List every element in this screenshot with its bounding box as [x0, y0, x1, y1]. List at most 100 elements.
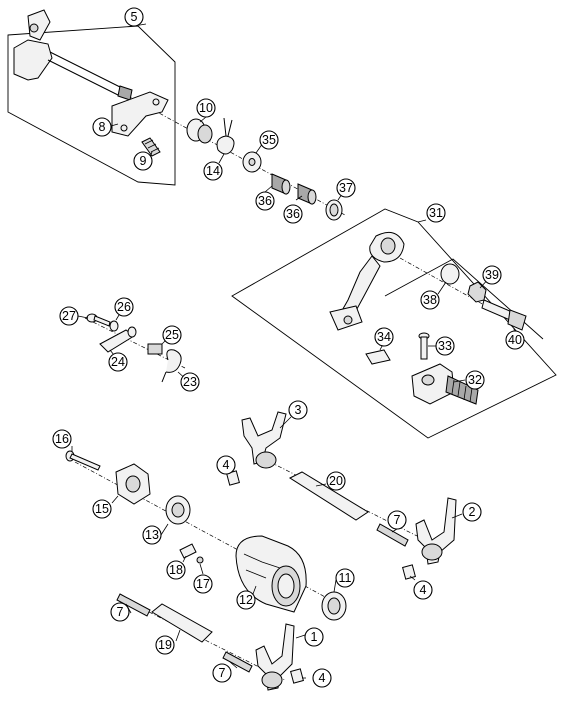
- callout-15: 15: [92, 499, 112, 519]
- part-washer-35: [242, 151, 262, 173]
- svg-text:38: 38: [423, 293, 437, 307]
- callout-33: 33: [435, 336, 455, 356]
- svg-text:26: 26: [117, 300, 131, 314]
- part-bolt-27: [86, 313, 111, 327]
- shift-lever-group-frame: [231, 208, 557, 439]
- svg-text:11: 11: [339, 571, 352, 585]
- callout-11: 11: [335, 568, 355, 588]
- part-bearing-36a: [271, 173, 291, 195]
- part-bolt-40: [481, 299, 527, 331]
- svg-text:15: 15: [95, 502, 109, 516]
- svg-text:20: 20: [329, 474, 343, 488]
- part-fork-rail-20: [288, 471, 369, 521]
- callout-36a: 36: [255, 191, 275, 211]
- part-bearing-11: [321, 591, 347, 621]
- callout-25: 25: [162, 325, 182, 345]
- shift-shaft-group-frame: [7, 25, 176, 186]
- part-return-spring-14: [216, 117, 235, 155]
- callout-35: 35: [259, 130, 279, 150]
- svg-text:27: 27: [62, 309, 76, 323]
- svg-text:36: 36: [258, 194, 272, 208]
- part-bearing-36b: [297, 183, 317, 205]
- callout-8: 8: [92, 117, 112, 137]
- svg-text:37: 37: [339, 181, 353, 195]
- part-shift-fork-3: [241, 411, 287, 469]
- part-roller-4b: [402, 564, 416, 580]
- callout-4b: 4: [413, 580, 433, 600]
- part-shift-pedal-tip-32: [411, 363, 479, 405]
- part-pin-33: [418, 332, 430, 360]
- svg-text:33: 33: [438, 339, 452, 353]
- svg-text:35: 35: [262, 133, 276, 147]
- svg-text:40: 40: [508, 333, 522, 347]
- callout-20: 20: [326, 471, 346, 491]
- callout-38: 38: [420, 290, 440, 310]
- svg-text:23: 23: [183, 375, 197, 389]
- svg-text:14: 14: [206, 164, 220, 178]
- callout-1: 1: [304, 627, 324, 647]
- part-shift-fork-2: [415, 497, 457, 565]
- svg-text:4: 4: [319, 671, 326, 685]
- callout-14: 14: [203, 161, 223, 181]
- part-shift-lever-31: [329, 231, 405, 331]
- svg-text:32: 32: [468, 373, 482, 387]
- part-shift-fork-1: [255, 623, 295, 691]
- part-washer-26: [109, 320, 119, 332]
- svg-text:9: 9: [140, 154, 147, 168]
- svg-text:10: 10: [199, 101, 213, 115]
- callout-36b: 36: [283, 204, 303, 224]
- callout-39: 39: [482, 265, 502, 285]
- svg-text:1: 1: [311, 630, 318, 644]
- part-ring-25: [127, 326, 137, 338]
- part-spring-17: [196, 556, 204, 564]
- part-fork-rail-19: [151, 603, 213, 643]
- svg-text:16: 16: [55, 432, 69, 446]
- callout-10: 10: [196, 98, 216, 118]
- part-roller-4c: [290, 668, 304, 684]
- svg-text:39: 39: [485, 268, 499, 282]
- part-spring-7b: [116, 593, 151, 617]
- svg-text:4: 4: [223, 458, 230, 472]
- callout-7a: 7: [387, 510, 407, 530]
- part-spring-9: [141, 137, 161, 157]
- svg-text:17: 17: [196, 577, 210, 591]
- callout-26: 26: [114, 297, 134, 317]
- callout-27: 27: [59, 306, 79, 326]
- part-screw-18: [179, 543, 197, 559]
- svg-text:4: 4: [420, 583, 427, 597]
- part-shift-shaft: [13, 9, 169, 137]
- axis-shift-shaft: [127, 95, 346, 216]
- part-spring-7a: [376, 523, 409, 547]
- svg-text:34: 34: [377, 330, 391, 344]
- svg-text:2: 2: [469, 505, 476, 519]
- part-shift-drum-locating-15: [115, 463, 151, 505]
- svg-text:8: 8: [99, 120, 106, 134]
- callout-17: 17: [193, 574, 213, 594]
- callout-7b: 7: [110, 602, 130, 622]
- svg-text:18: 18: [169, 563, 183, 577]
- callout-24: 24: [108, 352, 128, 372]
- axis-fork-rail-lower: [124, 599, 286, 681]
- svg-text:31: 31: [429, 206, 443, 220]
- svg-text:7: 7: [394, 513, 401, 527]
- part-bushing-10: [186, 118, 213, 144]
- svg-text:5: 5: [131, 10, 138, 24]
- callout-7c: 7: [212, 663, 232, 683]
- callout-19: 19: [155, 635, 175, 655]
- svg-text:3: 3: [295, 403, 302, 417]
- callout-40: 40: [505, 330, 525, 350]
- svg-text:7: 7: [117, 605, 124, 619]
- part-bolt-16: [65, 450, 101, 471]
- callout-31: 31: [426, 203, 446, 223]
- svg-text:25: 25: [165, 328, 179, 342]
- part-sleeve-25: [147, 343, 163, 355]
- callout-5: 5: [124, 7, 144, 27]
- callout-4a: 4: [216, 455, 236, 475]
- svg-text:24: 24: [111, 355, 125, 369]
- callout-16: 16: [52, 429, 72, 449]
- callout-37: 37: [336, 178, 356, 198]
- svg-text:19: 19: [158, 638, 172, 652]
- callout-34: 34: [374, 327, 394, 347]
- svg-text:36: 36: [286, 207, 300, 221]
- part-seal-37: [325, 199, 343, 221]
